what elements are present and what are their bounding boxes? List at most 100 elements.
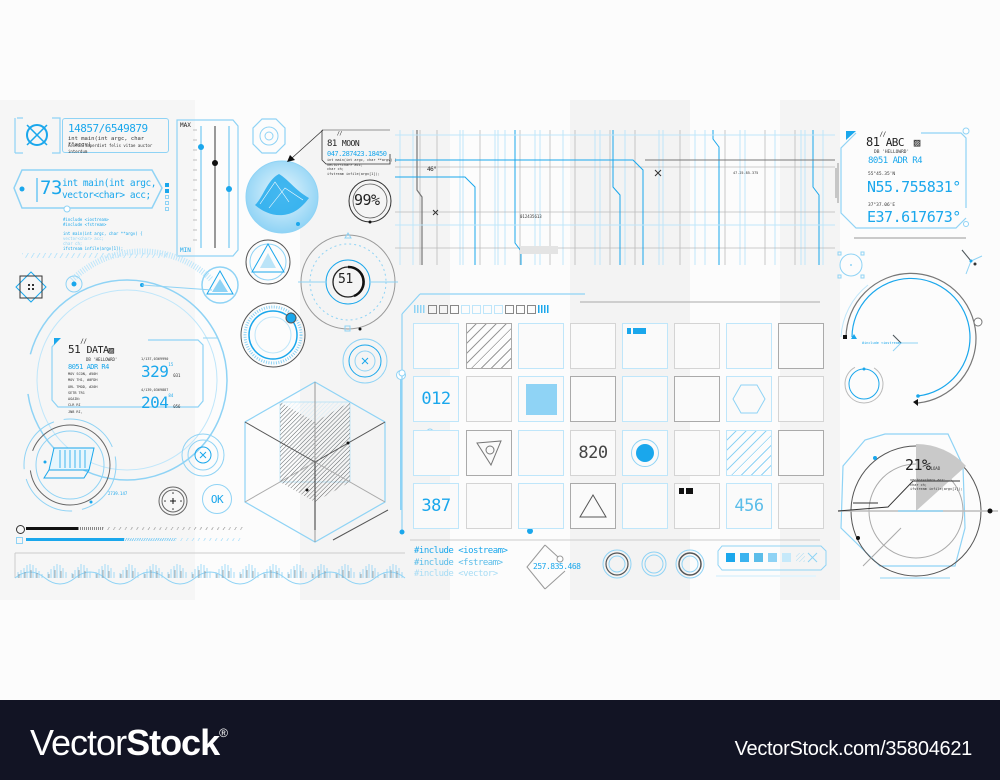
slider-min-label: MIN [180,247,191,254]
hud-canvas: 14857/6549879 int main(int argc, char **… [13,117,998,590]
crosshair-rings [342,338,388,384]
matrix-cell-value[interactable]: 387 [413,483,459,529]
data-panel: 51//DATA▨ DB 'HELLOWRD' 8051 ADR R4 MOV … [68,338,118,414]
matrix-cell-shuriken[interactable] [466,430,512,476]
brand-logo[interactable]: VectorStock® [30,722,228,764]
matrix-cell[interactable] [570,376,616,422]
code-line: ifstream infile(argv[1]); [910,487,963,491]
matrix-cell[interactable] [518,430,564,476]
matrix-cell[interactable] [466,376,512,422]
matrix-cell-dots[interactable] [674,483,720,529]
matrix-cell[interactable] [674,323,720,369]
matrix-cell[interactable] [674,430,720,476]
matrix-cell-value[interactable]: 456 [726,483,772,529]
code-line: int main(int argc, char **argv) { [327,158,397,162]
stat2-value: 204 [141,393,169,412]
progress-bar-dark[interactable] [26,527,78,530]
matrix-cell[interactable] [518,483,564,529]
moon-title: MOON [341,139,360,148]
ok-button-label: OK [210,492,224,506]
diamond-frame [526,544,566,590]
connector-line [400,375,402,510]
laptop-caption: 2739.147 [108,491,128,496]
matrix-cell-bars[interactable] [622,323,668,369]
small-ring [844,364,884,404]
code-line: ifstream infile(argv[1]); [63,246,124,251]
watermark-footer: VectorStock® VectorStock.com/35804621 [0,700,1000,780]
radar-51-value: 51 [338,272,353,287]
matrix-cell[interactable] [778,323,824,369]
brand-bold: Stock [126,722,220,763]
matrix-cell[interactable] [778,376,824,422]
stat1-label: 1/137,0369990 [141,357,169,361]
matrix-cell[interactable] [674,376,720,422]
ring-caption: #include <iostream> [862,341,903,345]
matrix-cell[interactable] [622,483,668,529]
matrix-cell[interactable] [778,430,824,476]
matrix-cell-value[interactable]: 820 [570,430,616,476]
circuit-code: 012435613 [520,214,542,219]
load-gauge [837,433,998,579]
progress-bar-blue[interactable] [26,538,124,541]
arc-ring [840,272,983,406]
stat2-sup: 84 [168,393,174,398]
gauge-99 [348,179,392,224]
slider-max-label: MAX [180,122,191,129]
stat1-value: 329 [141,362,169,381]
matrix-cell[interactable] [726,323,772,369]
terrain-sphere [245,160,319,234]
code-line: ifstream infile(argv[1]); [327,171,380,176]
diamond-value: 257.835.468 [533,562,581,571]
code-line: char ch; [910,482,927,487]
ok-button[interactable]: OK [202,484,232,514]
code-line: char ch; [327,167,344,171]
matrix-cell[interactable] [518,323,564,369]
matrix-tick-row [414,305,550,314]
data-stats: 1/137,0369990 32915031 4/139,0369887 204… [141,356,180,412]
code-snippet: #include <iostream> #include <fstream> i… [63,217,142,251]
matrix-cell[interactable] [622,376,668,422]
matrix-cell-solid[interactable] [518,376,564,422]
asm-line: CLR RI [68,403,81,408]
moon-panel-frame [321,129,391,165]
matrix-cell-triangle[interactable] [570,483,616,529]
load-value: 21% [905,456,931,474]
waveform [14,552,406,585]
pointer-arrow [287,129,324,162]
matrix-cell-target[interactable] [622,430,668,476]
image-url[interactable]: VectorStock.com/35804621 [734,738,973,760]
circuit-coord: 47.25.85.375 [733,171,759,175]
asm-line: MOV SCON, #50H [68,372,98,376]
matrix-cell[interactable] [413,323,459,369]
matrix-cell-hatch[interactable] [466,323,512,369]
angle-label: 46° [427,166,437,173]
rotary-dial[interactable] [238,300,308,370]
code-line: char ch; [63,241,83,246]
code-panel-top: 14857/6549879 int main(int argc, char **… [62,118,169,154]
stat2-sub: 056 [173,404,181,409]
dpad-icon[interactable] [158,486,188,516]
abc-title: ABC [885,136,905,149]
matrix-cell[interactable] [778,483,824,529]
load-label: LOAD [930,466,941,471]
code-line: vector<char> acc; [327,162,363,167]
abc-title-number: 81 [866,135,880,149]
abc-adr: 8051 ADR R4 [868,156,923,166]
matrix-cell-value[interactable]: 012 [413,376,459,422]
longitude: E37.617673° [867,208,961,226]
asm-line: SETB TR1 [68,390,85,395]
checkbox-column [165,183,169,211]
abc-panel-frame [835,127,970,239]
matrix-cell[interactable] [413,430,459,476]
triangle-icon [201,266,239,304]
moon-title-number: 81 [327,139,337,149]
stat1-sub: 031 [173,373,181,378]
vertical-slider[interactable] [175,118,240,258]
matrix-cell[interactable] [466,483,512,529]
code-panel-number: 73 [40,177,62,199]
code-line: #include <iostream> [63,217,109,222]
triangle-outline-icon [579,494,607,518]
matrix-cell[interactable] [570,323,616,369]
matrix-cell-hexagon[interactable] [726,376,772,422]
matrix-cell-hatch-blue[interactable] [726,430,772,476]
